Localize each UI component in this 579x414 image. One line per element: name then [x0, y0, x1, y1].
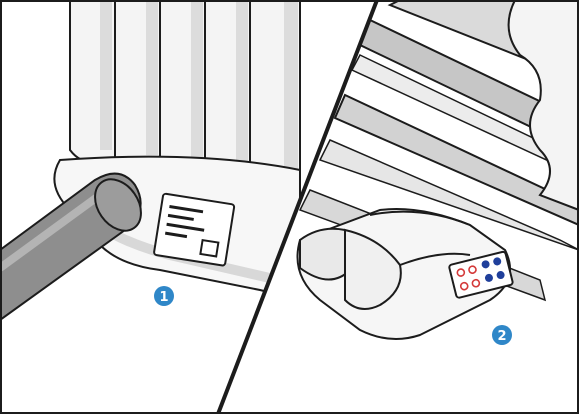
- address-label-icon: [153, 192, 236, 267]
- tube-edge: [507, 0, 579, 212]
- step-number-2: 2: [497, 329, 506, 344]
- air-hose: [0, 172, 142, 322]
- panel-divider: [216, 0, 379, 414]
- step-badge-1: 1: [154, 286, 174, 306]
- left-panel: 1: [0, 0, 302, 322]
- rolled-cushion: [296, 208, 511, 340]
- step-number-1: 1: [159, 290, 168, 305]
- valve-connector-icon: [448, 250, 514, 299]
- step-badge-2: 2: [492, 325, 512, 345]
